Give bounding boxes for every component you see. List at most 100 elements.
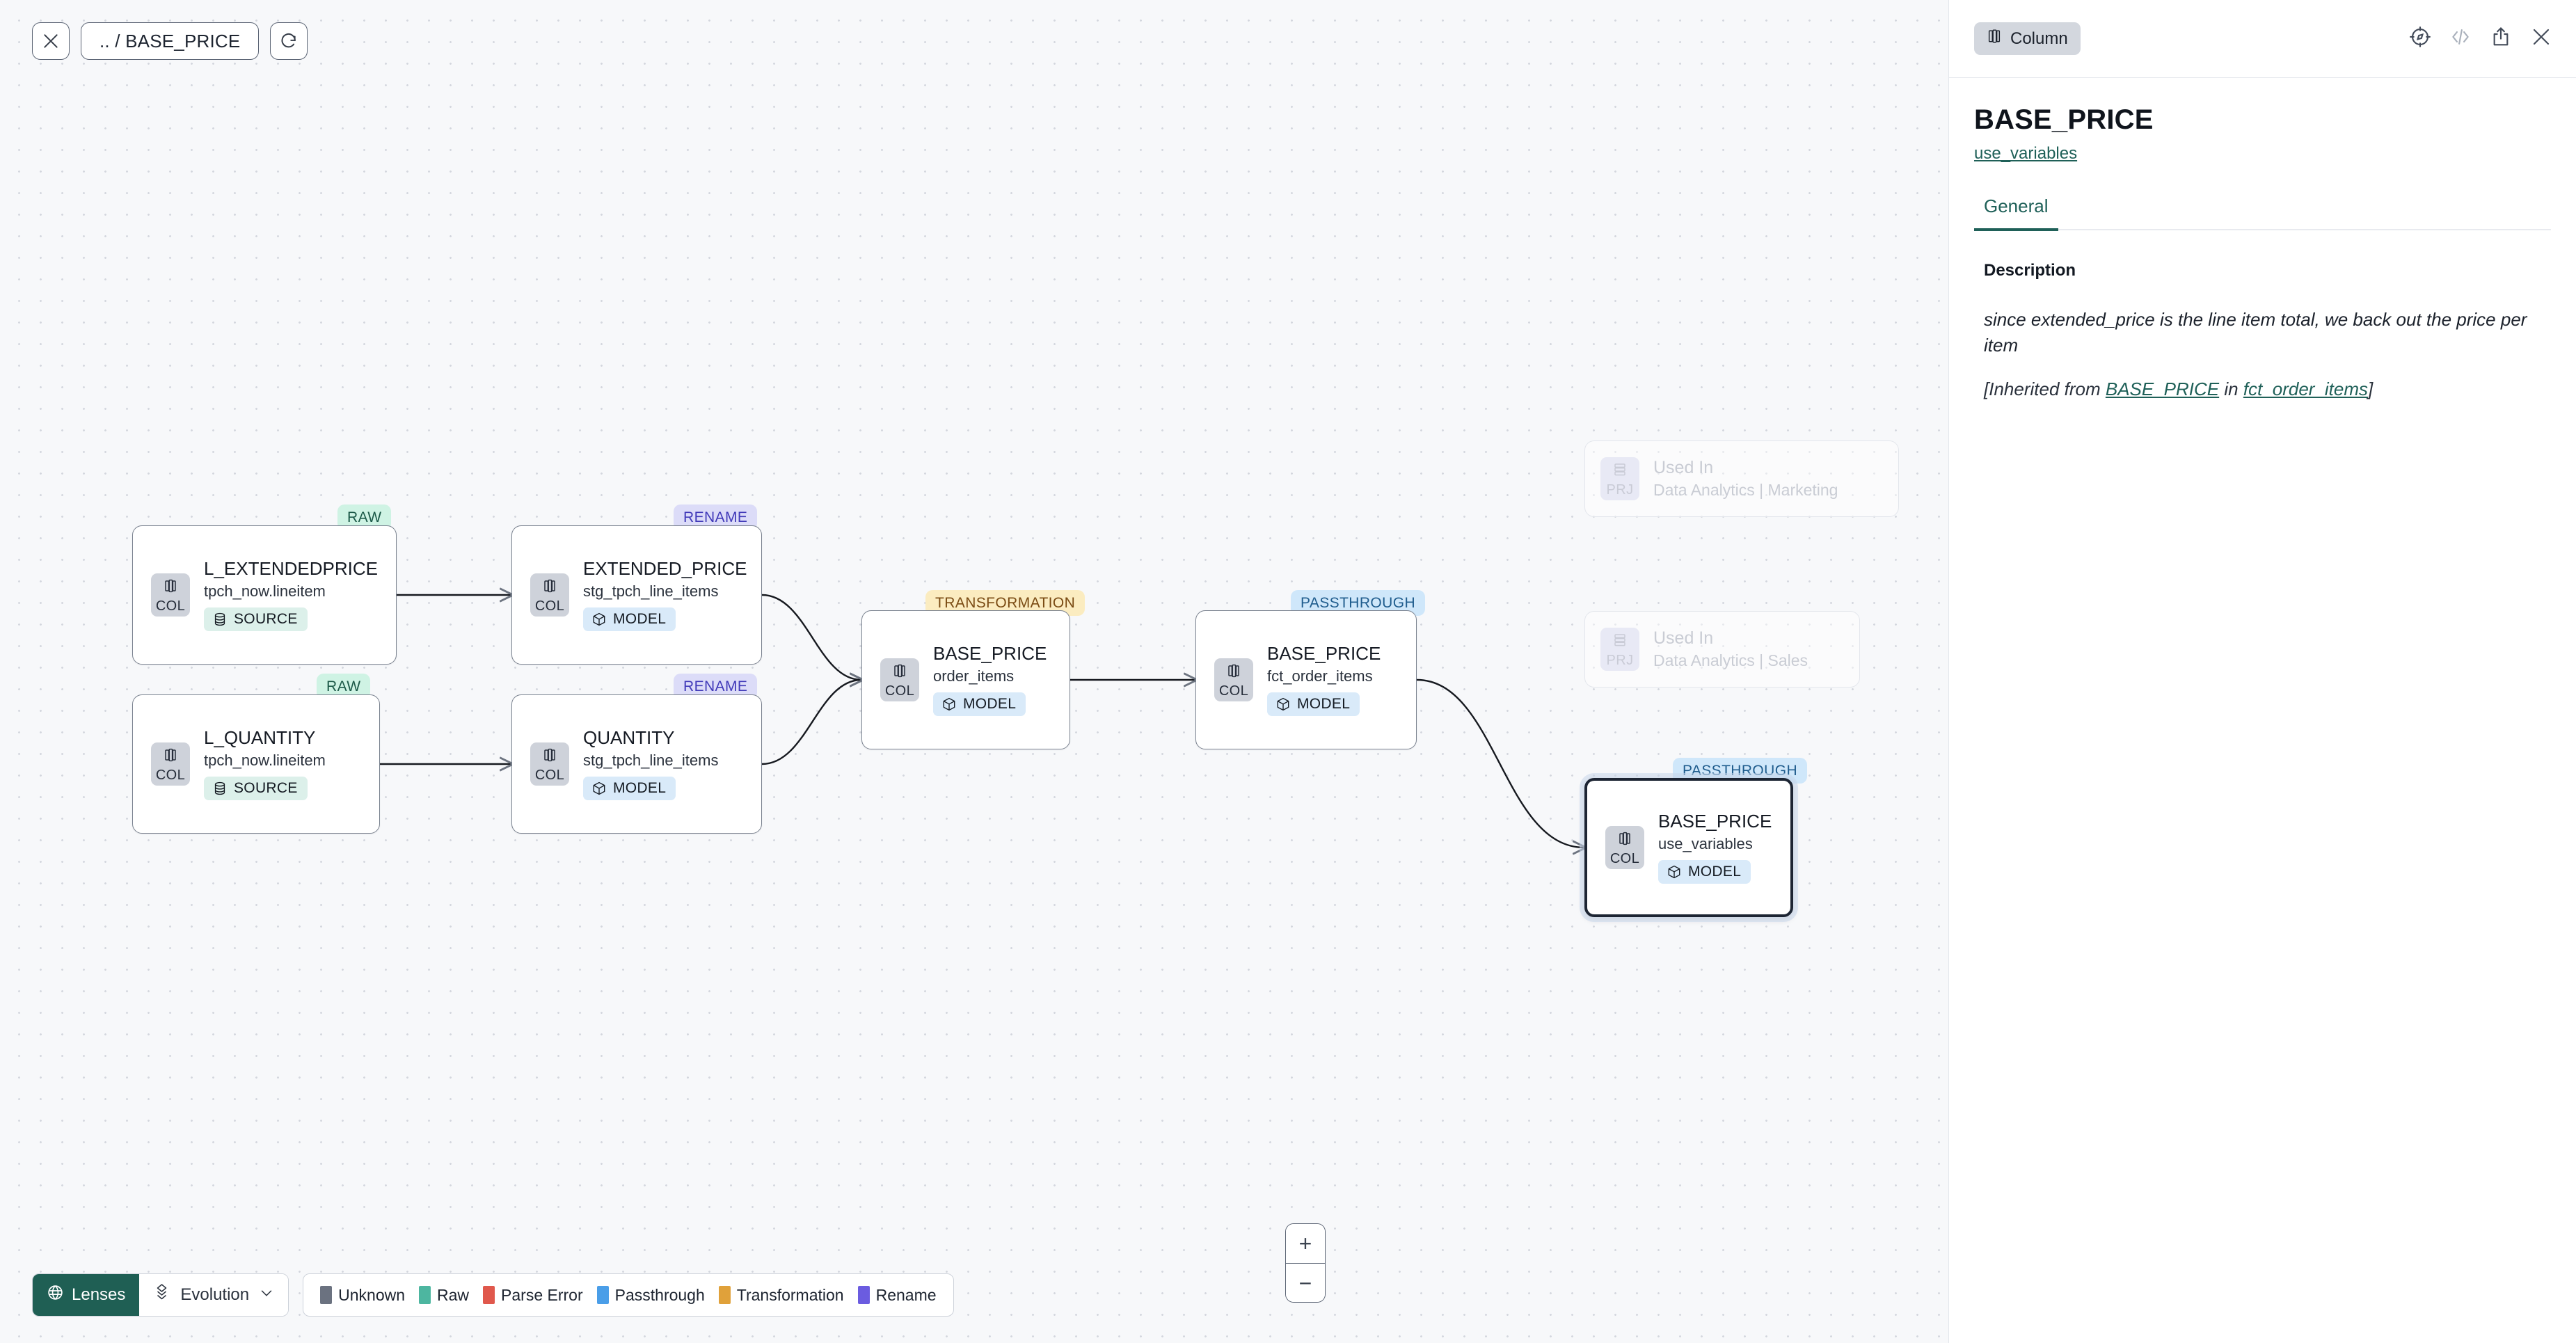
inherited-suffix: ] (2368, 378, 2374, 399)
edge-quantity-to-order-items (761, 680, 861, 765)
project-icon (1611, 632, 1629, 652)
cube-icon (1275, 697, 1291, 712)
node-materialization-chip: SOURCE (204, 607, 308, 631)
parent-model-link-wrap: use_variables (1949, 136, 2576, 164)
refresh-button[interactable] (270, 22, 308, 60)
column-kind-chip: COL (530, 573, 569, 617)
legend-item-passthrough[interactable]: Passthrough (596, 1285, 705, 1305)
legend-swatch-icon (483, 1286, 495, 1304)
node-subtitle: Data Analytics | Marketing (1653, 481, 1838, 500)
column-icon (161, 578, 180, 598)
inherited-column-link[interactable]: BASE_PRICE (2105, 378, 2220, 399)
column-icon (541, 578, 559, 598)
evolution-icon (153, 1283, 170, 1308)
node-kind-label: COL (884, 683, 915, 699)
entity-type-chip[interactable]: Column (1974, 22, 2081, 55)
node-kind-label: PRJ (1606, 652, 1634, 668)
close-panel-icon[interactable] (2530, 26, 2552, 51)
node-kind-label: COL (534, 598, 565, 614)
page-title: BASE_PRICE (1974, 104, 2154, 135)
legend-label: Passthrough (614, 1285, 705, 1304)
legend-item-parse-error[interactable]: Parse Error (483, 1286, 583, 1305)
node-subtitle: order_items (933, 667, 1015, 685)
code-icon[interactable] (2449, 26, 2472, 51)
evolution-dropdown[interactable]: Evolution (139, 1274, 289, 1316)
node-title: Used In (1653, 458, 1714, 478)
node-subtitle: use_variables (1658, 835, 1753, 853)
zoom-out-button[interactable]: − (1286, 1263, 1325, 1302)
project-icon (1611, 461, 1629, 482)
lineage-legend: Unknown Raw Parse Error Passthrough Transfor… (303, 1273, 954, 1317)
node-subtitle: stg_tpch_line_items (583, 582, 719, 601)
node-title: L_QUANTITY (204, 727, 316, 749)
description-section: Description since extended_price is the … (1949, 230, 2576, 402)
legend-label: Transformation (736, 1285, 844, 1304)
node-materialization-label: MODEL (1688, 863, 1742, 880)
inherited-model-link[interactable]: fct_order_items (2243, 378, 2369, 399)
node-kind-label: COL (534, 767, 565, 783)
node-title: BASE_PRICE (1658, 811, 1772, 832)
cube-icon (591, 781, 607, 796)
legend-label: Rename (875, 1285, 937, 1304)
lenses-button[interactable]: Lenses (33, 1274, 140, 1316)
graph-node-used-in-marketing[interactable]: PRJ Used In Data Analytics | Marketing (1584, 440, 1899, 517)
project-kind-chip: PRJ (1600, 457, 1639, 500)
legend-item-unknown[interactable]: Unknown (320, 1286, 405, 1305)
legend-item-raw[interactable]: Raw (419, 1286, 469, 1305)
node-title: EXTENDED_PRICE (583, 558, 747, 580)
legend-item-rename[interactable]: Rename (857, 1285, 937, 1305)
zoom-in-button[interactable]: + (1286, 1224, 1325, 1263)
inherited-prefix: [Inherited from (1984, 378, 2106, 399)
explore-compass-icon[interactable] (2409, 26, 2431, 51)
node-title: BASE_PRICE (933, 643, 1047, 665)
close-lineage-button[interactable] (32, 22, 70, 60)
legend-item-transformation[interactable]: Transformation (718, 1285, 844, 1305)
node-kind-label: COL (155, 767, 186, 783)
column-kind-chip: COL (530, 742, 569, 786)
lenses-label: Lenses (72, 1285, 126, 1304)
breadcrumb[interactable]: .. / BASE_PRICE (81, 22, 260, 60)
canvas-toolbar: .. / BASE_PRICE (32, 22, 308, 60)
share-icon[interactable] (2490, 26, 2512, 51)
column-kind-chip: COL (880, 658, 919, 701)
parent-model-link[interactable]: use_variables (1974, 144, 2078, 163)
column-icon (1616, 830, 1634, 850)
column-kind-chip: COL (151, 742, 190, 786)
node-subtitle: Data Analytics | Sales (1653, 651, 1808, 670)
tab-general[interactable]: General (1974, 196, 2058, 231)
legend-swatch-icon (320, 1286, 333, 1304)
legend-label: Parse Error (501, 1285, 583, 1304)
node-materialization-label: MODEL (1297, 695, 1351, 712)
zoom-controls: + − (1285, 1223, 1326, 1303)
details-panel: Column (1948, 0, 2576, 1343)
bottom-toolbar: Lenses Evolution Unknown Raw Parse Error Pa… (32, 1273, 954, 1317)
inherited-note: [Inherited from BASE_PRICE in fct_order_… (1984, 376, 2545, 402)
description-label: Description (1984, 261, 2076, 280)
database-icon (212, 612, 228, 627)
node-subtitle: fct_order_items (1267, 667, 1373, 685)
node-kind-label: COL (1218, 683, 1249, 699)
node-materialization-label: SOURCE (234, 779, 298, 796)
legend-swatch-icon (718, 1286, 731, 1304)
node-materialization-label: MODEL (613, 610, 667, 627)
node-materialization-chip: SOURCE (204, 776, 308, 800)
node-body: Used In Data Analytics | Marketing (1653, 458, 1838, 499)
panel-header: Column (1949, 0, 2576, 78)
node-materialization-chip: MODEL (1267, 692, 1360, 716)
panel-tabs: General (1974, 196, 2551, 231)
column-icon (1987, 29, 2002, 49)
